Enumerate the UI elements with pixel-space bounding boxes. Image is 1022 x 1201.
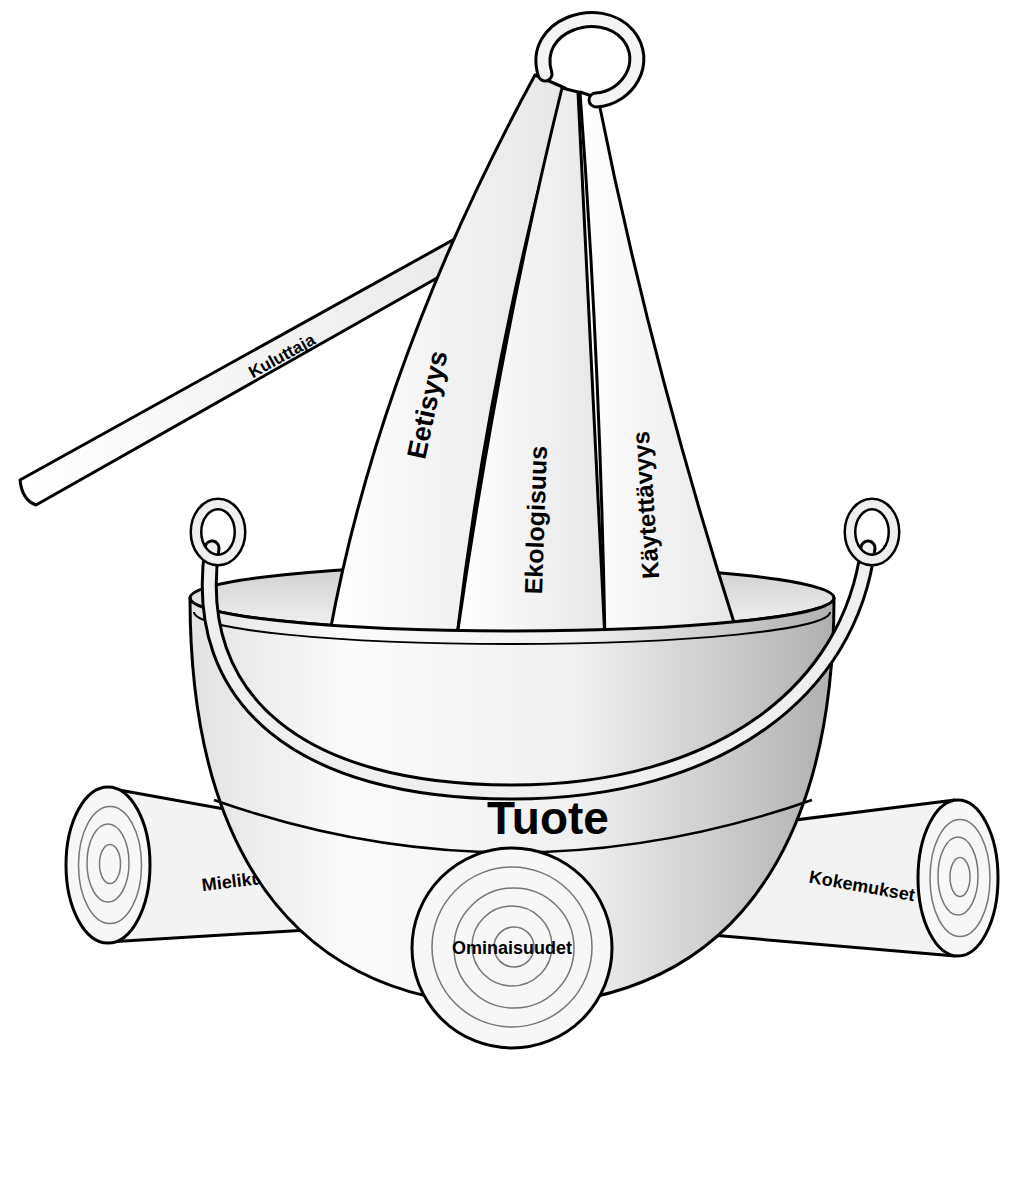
shape-path: [457, 88, 605, 640]
ear-ring-fill: [850, 504, 894, 560]
shape-path: [190, 598, 834, 1006]
shape-path: [938, 837, 978, 915]
ear-ring-outline: [850, 504, 894, 560]
shape-path: [412, 848, 612, 1048]
ear-ring-fill: [196, 504, 240, 560]
shape-path: [79, 807, 142, 924]
ear-ring-outline: [196, 504, 240, 560]
strip-band: Käytettävyys: [570, 80, 750, 650]
shape-path: [194, 612, 830, 644]
shape-path: [100, 845, 121, 884]
firewood-log-end: Ominaisuudet: [408, 844, 618, 1054]
shape-path: [918, 800, 998, 956]
shape-path: [930, 819, 990, 936]
shape-path: [66, 787, 150, 943]
strip-label: Ekologisuus: [521, 445, 551, 594]
log-label: Ominaisuudet: [452, 939, 572, 957]
pot-label: Tuote: [487, 795, 609, 841]
shape-path: [108, 788, 440, 942]
shape-path: [87, 824, 129, 902]
shape-path: [595, 800, 955, 956]
shape-path: [580, 92, 737, 640]
shape-path: [950, 858, 970, 897]
shape-path: [432, 867, 592, 1027]
